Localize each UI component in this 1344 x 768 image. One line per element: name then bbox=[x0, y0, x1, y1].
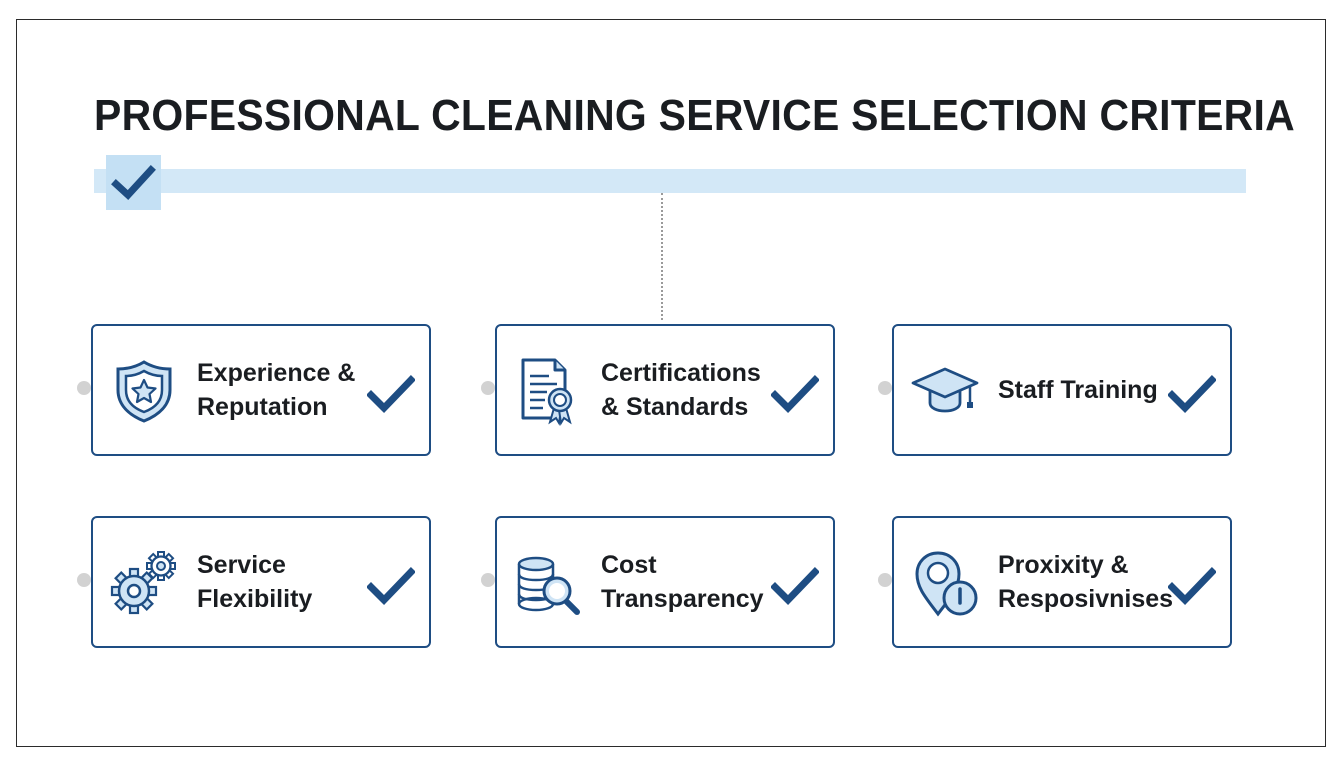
criteria-label: Service Flexibility bbox=[197, 551, 313, 613]
certificate-icon bbox=[513, 356, 583, 426]
bullet-dot bbox=[77, 381, 91, 395]
criteria-card-proximity-responsiveness: Proxixity & Resposivnises bbox=[878, 516, 1232, 648]
criteria-label: Experience & Reputation bbox=[197, 359, 356, 421]
coins-magnifier-icon bbox=[513, 548, 583, 618]
check-icon bbox=[771, 375, 819, 415]
graduation-cap-icon bbox=[910, 356, 980, 426]
bullet-dot bbox=[878, 381, 892, 395]
criteria-label: Staff Training bbox=[998, 376, 1158, 404]
bullet-dot bbox=[77, 573, 91, 587]
criteria-card-service-flexibility: Service Flexibility bbox=[77, 516, 431, 648]
criteria-label: Proxixity & Resposivnises bbox=[998, 551, 1174, 613]
criteria-card-experience-reputation: Experience & Reputation bbox=[77, 324, 431, 456]
criteria-label: Cost Transparency bbox=[601, 551, 764, 613]
criteria-card-staff-training: Staff Training bbox=[878, 324, 1232, 456]
criteria-label: Certifications & Standards bbox=[601, 359, 761, 421]
check-icon bbox=[771, 567, 819, 607]
progress-track bbox=[94, 169, 1246, 193]
bullet-dot bbox=[481, 381, 495, 395]
location-clock-icon bbox=[910, 548, 980, 618]
criteria-card-certifications-standards: Certifications & Standards bbox=[481, 324, 835, 456]
shield-star-icon bbox=[109, 356, 179, 426]
check-icon bbox=[367, 375, 415, 415]
check-icon bbox=[367, 567, 415, 607]
check-icon bbox=[1168, 567, 1216, 607]
progress-check-icon bbox=[106, 155, 161, 210]
bullet-dot bbox=[878, 573, 892, 587]
bullet-dot bbox=[481, 573, 495, 587]
connector-line bbox=[661, 193, 663, 320]
criteria-card-cost-transparency: Cost Transparency bbox=[481, 516, 835, 648]
gears-icon bbox=[109, 548, 179, 618]
page-title: PROFESSIONAL CLEANING SERVICE SELECTION … bbox=[94, 91, 1295, 140]
check-icon bbox=[1168, 375, 1216, 415]
